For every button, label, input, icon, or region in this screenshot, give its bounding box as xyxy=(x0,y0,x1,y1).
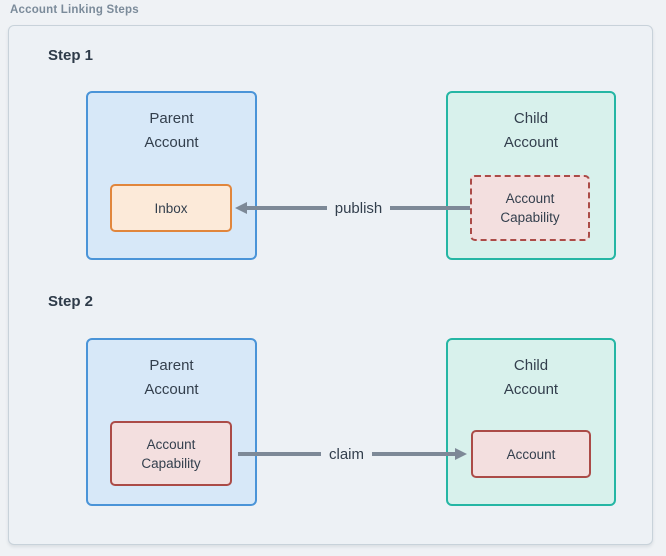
arrowhead-left-icon xyxy=(235,202,247,214)
arrow-line-segment xyxy=(238,452,321,456)
step1-inbox-node: Inbox xyxy=(110,184,232,232)
step2-heading: Step 2 xyxy=(48,293,94,310)
arrow-line-segment xyxy=(247,206,327,210)
publish-arrow-label: publish xyxy=(334,199,383,217)
step2-account-capability-node: Account Capability xyxy=(110,421,232,486)
claim-arrow: claim xyxy=(238,442,468,466)
account-capability-label-line1: Account xyxy=(505,191,555,206)
step1-parent-account-box: Parent Account xyxy=(86,91,257,260)
parent-account-label-line1: Parent xyxy=(149,357,194,374)
arrow-line-segment xyxy=(372,452,456,456)
account-capability-label-line2: Capability xyxy=(500,210,560,225)
account-node-label: Account xyxy=(506,446,556,462)
account-capability-label-line2: Capability xyxy=(141,455,201,471)
parent-account-label-line1: Parent xyxy=(149,110,194,127)
publish-arrow: publish xyxy=(235,196,471,220)
arrowhead-right-icon xyxy=(455,448,468,460)
child-account-label-line1: Child xyxy=(513,110,549,127)
arrow-line-segment xyxy=(390,206,471,210)
child-account-label-line2: Account xyxy=(503,381,559,398)
account-capability-label-line1: Account xyxy=(146,436,196,452)
inbox-node-label: Inbox xyxy=(154,200,188,216)
parent-account-label-line2: Account xyxy=(144,381,199,398)
child-account-label: Child Account xyxy=(448,107,614,155)
child-account-label: Child Account xyxy=(448,354,614,402)
step2-child-account-box: Child Account xyxy=(446,338,616,506)
claim-arrow-label: claim xyxy=(329,445,365,463)
step2-account-node: Account xyxy=(471,430,591,478)
child-account-label-line1: Child xyxy=(513,357,549,374)
panel-title: Account Linking Steps xyxy=(10,4,139,16)
step1-heading: Step 1 xyxy=(48,47,94,64)
step1-account-capability-node: Account Capability xyxy=(470,175,590,241)
parent-account-label: Parent Account xyxy=(88,107,255,155)
child-account-label-line2: Account xyxy=(503,134,559,151)
parent-account-label: Parent Account xyxy=(88,354,255,402)
parent-account-label-line2: Account xyxy=(144,134,199,151)
